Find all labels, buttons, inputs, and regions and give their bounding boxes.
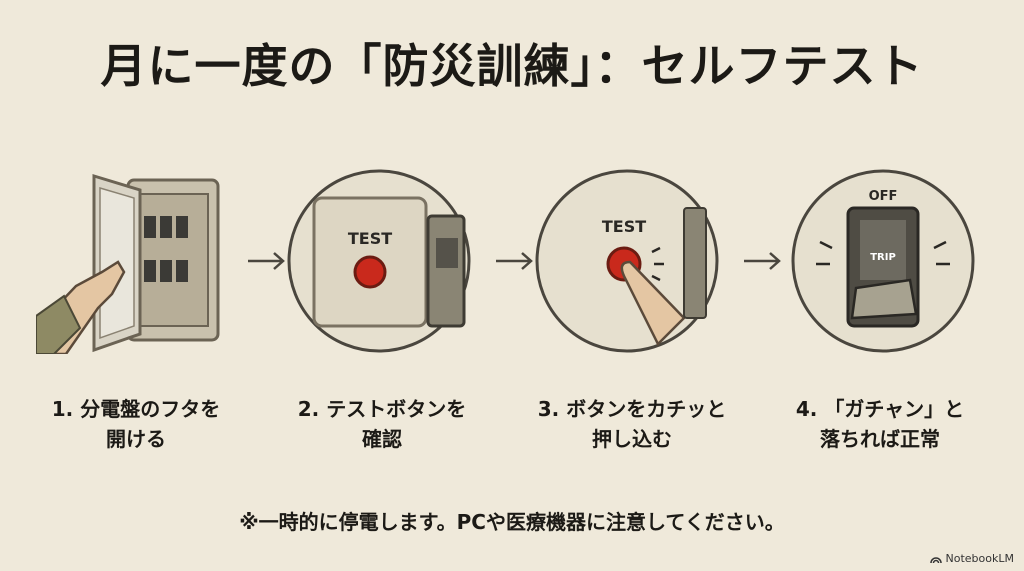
step-1-caption: 1. 分電盤のフタを開ける bbox=[51, 397, 221, 451]
arrow-icon bbox=[744, 252, 781, 270]
step-2-caption: 2. テストボタンを確認 bbox=[297, 397, 467, 451]
brand-watermark: NotebookLM bbox=[929, 552, 1014, 565]
panel-open-illustration bbox=[36, 173, 220, 354]
off-label: OFF bbox=[869, 189, 898, 204]
page-title: 月に一度の「防災訓練」：セルフテスト bbox=[100, 39, 924, 93]
test-label: TEST bbox=[602, 217, 646, 236]
press-button-illustration: TEST bbox=[535, 169, 719, 353]
step-3-caption: 3. ボタンをカチッと押し込む bbox=[537, 397, 727, 451]
test-button-illustration: TEST bbox=[287, 169, 471, 353]
arrow-icon bbox=[496, 252, 533, 270]
test-label: TEST bbox=[348, 229, 392, 248]
breaker-trip-illustration: OFF TRIP bbox=[791, 169, 975, 353]
arrow-icon bbox=[248, 252, 285, 270]
step-4-caption: 4. 「ガチャン」と落ちれば正常 bbox=[795, 397, 965, 451]
safety-note: ※一時的に停電します。PCや医療機器に注意してください。 bbox=[239, 510, 785, 534]
trip-label: TRIP bbox=[870, 252, 896, 263]
brand-text: NotebookLM bbox=[945, 552, 1014, 565]
notebooklm-logo-icon bbox=[929, 556, 942, 563]
